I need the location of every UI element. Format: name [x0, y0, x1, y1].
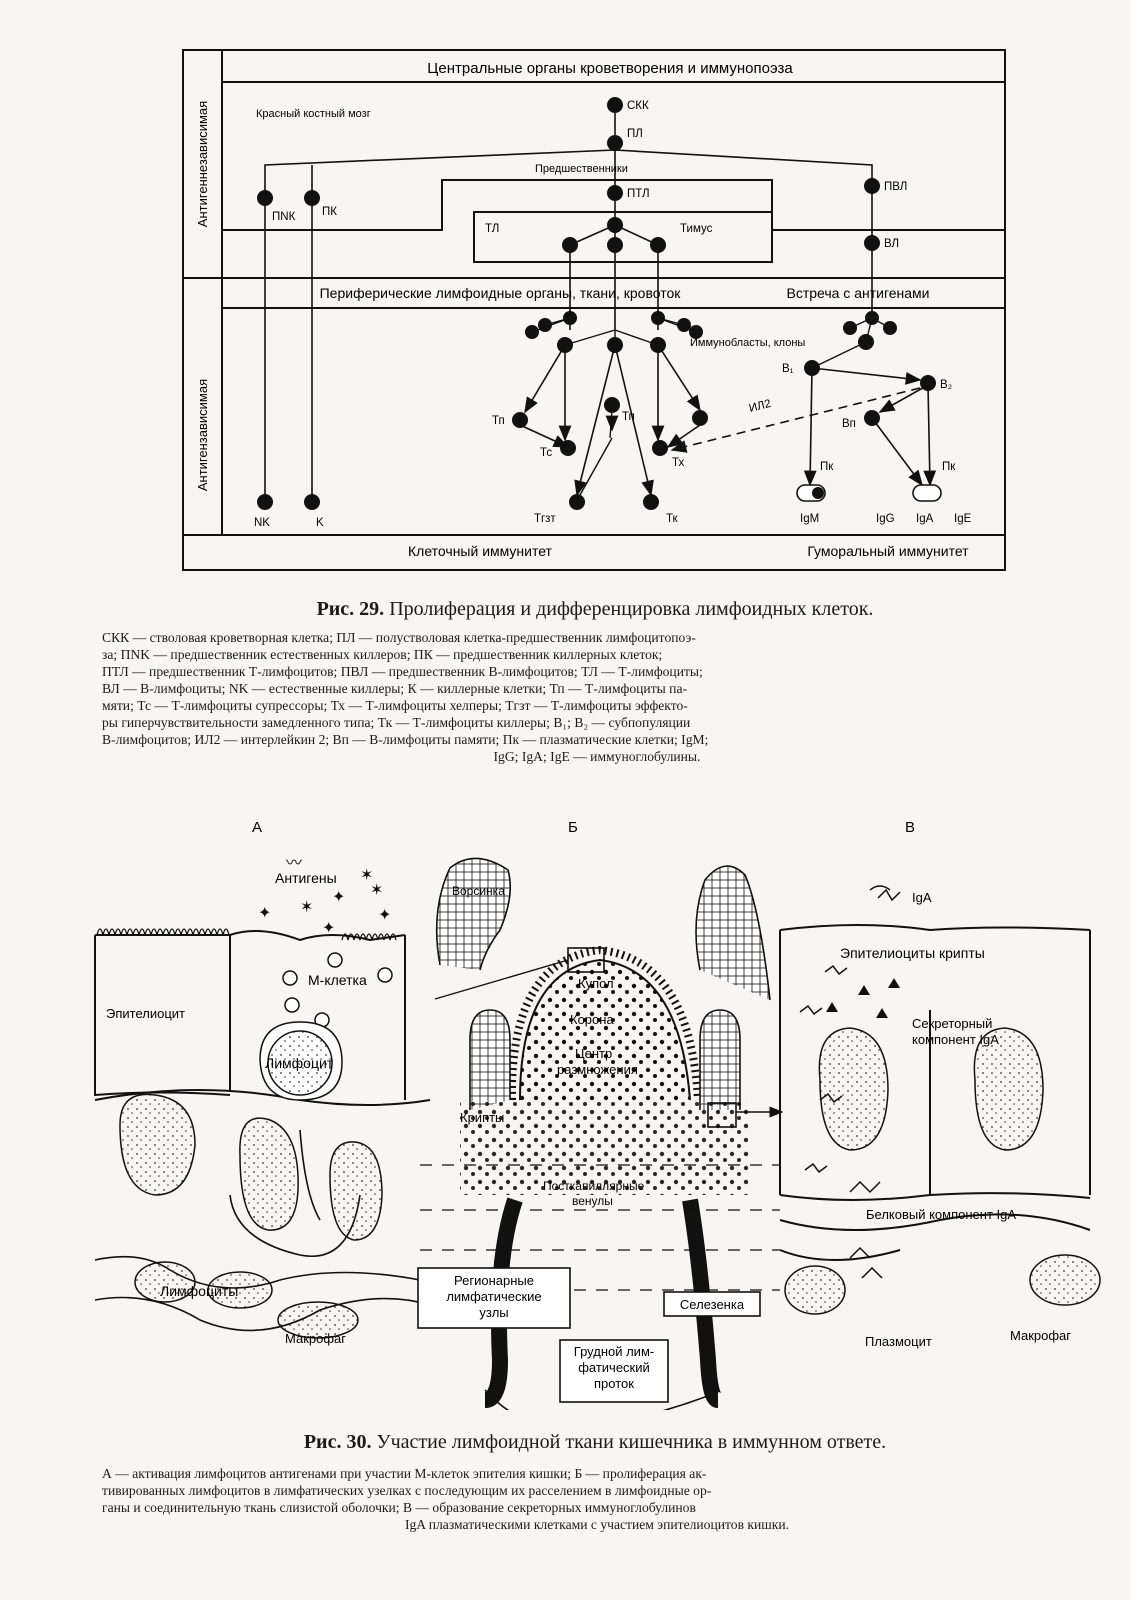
- svg-text:✦: ✦: [332, 889, 345, 906]
- label-pk-left: Пк: [820, 461, 834, 473]
- legend-line: IgA плазматическими клетками с участием …: [102, 1516, 1092, 1533]
- figure-29-diagram: Антигеннезависимая Антигензависимая Цент…: [0, 0, 1131, 590]
- label-center: Центр: [575, 1046, 612, 1061]
- label-b1: B₁: [782, 363, 794, 375]
- label-tk: Тк: [666, 513, 679, 525]
- label-venules: Посткапиллярные: [543, 1179, 645, 1193]
- svg-text:✦: ✦: [258, 905, 271, 922]
- label-il2: ИЛ2: [748, 398, 772, 415]
- figure-29-caption: Рис. 29. Пролиферация и дифференцировка …: [95, 598, 1095, 621]
- panel-label-b: Б: [568, 819, 578, 836]
- label-regional-nodes-2: лимфатические: [446, 1289, 541, 1304]
- legend-line: СКК — стволовая кроветворная клетка; ПЛ …: [102, 629, 1092, 646]
- label-villus: Ворсинка: [452, 884, 505, 898]
- label-secretory-component: Секреторный: [912, 1016, 992, 1031]
- figure-30-title: Участие лимфоидной ткани кишечника в имм…: [376, 1431, 886, 1453]
- header-antigen-meeting: Встреча с антигенами: [786, 285, 929, 301]
- label-regional-nodes-3: узлы: [479, 1305, 508, 1320]
- svg-text:✶: ✶: [360, 867, 373, 884]
- label-pl: ПЛ: [627, 128, 643, 140]
- svg-text:✶: ✶: [370, 882, 383, 899]
- label-thoracic-duct: Грудной лим-: [574, 1344, 654, 1359]
- label-lymphocytes: Лимфоциты: [160, 1283, 238, 1299]
- label-igm: IgM: [800, 513, 819, 525]
- figure-30-number: Рис. 30.: [304, 1431, 372, 1453]
- label-m-cell: М-клетка: [308, 972, 367, 988]
- label-tgzt: Тгзт: [534, 513, 556, 525]
- label-tl: ТЛ: [485, 223, 499, 235]
- label-thoracic-duct-3: проток: [594, 1376, 634, 1391]
- figure-29-title: Пролиферация и дифференцировка лимфоидны…: [389, 598, 873, 620]
- label-pk-right: Пк: [942, 461, 956, 473]
- legend-line: тивированных лимфоцитов в лимфатических …: [102, 1482, 1092, 1499]
- legend-line: IgG; IgA; IgE — иммуноглобулины.: [102, 748, 1092, 765]
- label-crypts: Крипты: [460, 1110, 504, 1125]
- svg-text:✦: ✦: [322, 920, 335, 937]
- label-macrophage-a: Макрофаг: [285, 1331, 346, 1346]
- figure-30-caption: Рис. 30. Участие лимфоидной ткани кишечн…: [95, 1431, 1095, 1454]
- label-ptl: ПТЛ: [627, 188, 650, 200]
- legend-line: А — активация лимфоцитов антигенами при …: [102, 1465, 1092, 1482]
- label-macrophage-c: Макрофаг: [1010, 1328, 1071, 1343]
- legend-line: ПТЛ — предшественник Т-лимфоцитов; ПВЛ —…: [102, 663, 1092, 680]
- label-center-2: размножения: [557, 1062, 638, 1077]
- label-bp: Вп: [842, 418, 856, 430]
- label-regional-nodes: Регионарные: [454, 1273, 534, 1288]
- side-label-antigen-independent: Антигеннезависимая: [195, 101, 210, 227]
- footer-cellular-immunity: Клеточный иммунитет: [408, 543, 553, 559]
- figure-30-legend: А — активация лимфоцитов антигенами при …: [102, 1465, 1092, 1533]
- legend-line: ры гиперчувствительности замедленного ти…: [102, 714, 1092, 731]
- label-antigens: Антигены: [275, 870, 337, 886]
- label-iga: IgA: [916, 513, 934, 525]
- svg-text:✦: ✦: [378, 907, 391, 924]
- header-central-organs: Центральные органы кроветворения и иммун…: [427, 60, 793, 77]
- label-crypt-epitheliocytes: Эпителиоциты крипты: [840, 945, 985, 961]
- label-lymphocyte: Лимфоцит: [265, 1055, 334, 1071]
- header-peripheral-organs: Периферические лимфоидные органы, ткани,…: [320, 285, 682, 301]
- label-tx: Тх: [672, 457, 685, 469]
- figure-30-diagram: А Б В ✦✶✦ ✶✦✦ ✶〰 Антигены М: [0, 800, 1131, 1410]
- label-igg: IgG: [876, 513, 895, 525]
- svg-text:✶: ✶: [300, 899, 313, 916]
- label-tp-left: Тп: [492, 415, 505, 427]
- label-nk: NK: [254, 517, 270, 529]
- figure-29-legend: СКК — стволовая кроветворная клетка; ПЛ …: [102, 629, 1092, 765]
- label-dome: Купол: [578, 976, 614, 991]
- label-k: K: [316, 517, 324, 529]
- label-pvl: ПВЛ: [884, 181, 907, 193]
- label-venules-2: венулы: [572, 1194, 613, 1208]
- figure-29-number: Рис. 29.: [317, 598, 385, 620]
- legend-line: за; ПNK — предшественник естественных ки…: [102, 646, 1092, 663]
- antigen-marks: ✦✶✦ ✶✦✦ ✶〰: [258, 855, 391, 937]
- label-plasmocyte: Плазмоцит: [865, 1334, 932, 1349]
- label-skk: СКК: [627, 100, 649, 112]
- label-thoracic-duct-2: фатический: [578, 1360, 650, 1375]
- label-thymus: Тимус: [680, 223, 713, 235]
- footer-humoral-immunity: Гуморальный иммунитет: [807, 543, 969, 559]
- legend-line: В-лимфоцитов; ИЛ2 — интерлейкин 2; Вп — …: [102, 731, 1092, 748]
- label-protein-component: Белковый компонент IgA: [866, 1207, 1016, 1222]
- label-vl: ВЛ: [884, 238, 899, 250]
- panel-label-c: В: [905, 819, 915, 836]
- label-secretory-component-2: компонент IgA: [912, 1032, 999, 1047]
- legend-line: мяти; Тс — Т-лимфоциты супрессоры; Тх — …: [102, 697, 1092, 714]
- label-precursors: Предшественники: [535, 163, 628, 175]
- label-b2: B₂: [940, 379, 952, 391]
- label-tc: Тс: [540, 447, 552, 459]
- legend-line: ВЛ — В-лимфоциты; NK — естественные килл…: [102, 680, 1092, 697]
- panel-label-a: А: [252, 819, 262, 836]
- label-epitheliocyte: Эпителиоцит: [106, 1006, 185, 1021]
- label-pk: ПК: [322, 206, 337, 218]
- label-immunoblasts: Иммунобласты, клоны: [690, 337, 805, 349]
- label-ige: IgE: [954, 513, 972, 525]
- label-spleen: Селезенка: [680, 1297, 745, 1312]
- label-pnk: ПNК: [272, 211, 296, 223]
- label-bone-marrow: Красный костный мозг: [256, 108, 371, 120]
- label-iga-top: IgA: [912, 890, 932, 905]
- legend-line: ганы и соединительную ткань слизистой об…: [102, 1499, 1092, 1516]
- label-tp-center: Тп: [622, 411, 635, 423]
- side-label-antigen-dependent: Антигензависимая: [195, 379, 210, 491]
- label-corona: Корона: [570, 1012, 614, 1027]
